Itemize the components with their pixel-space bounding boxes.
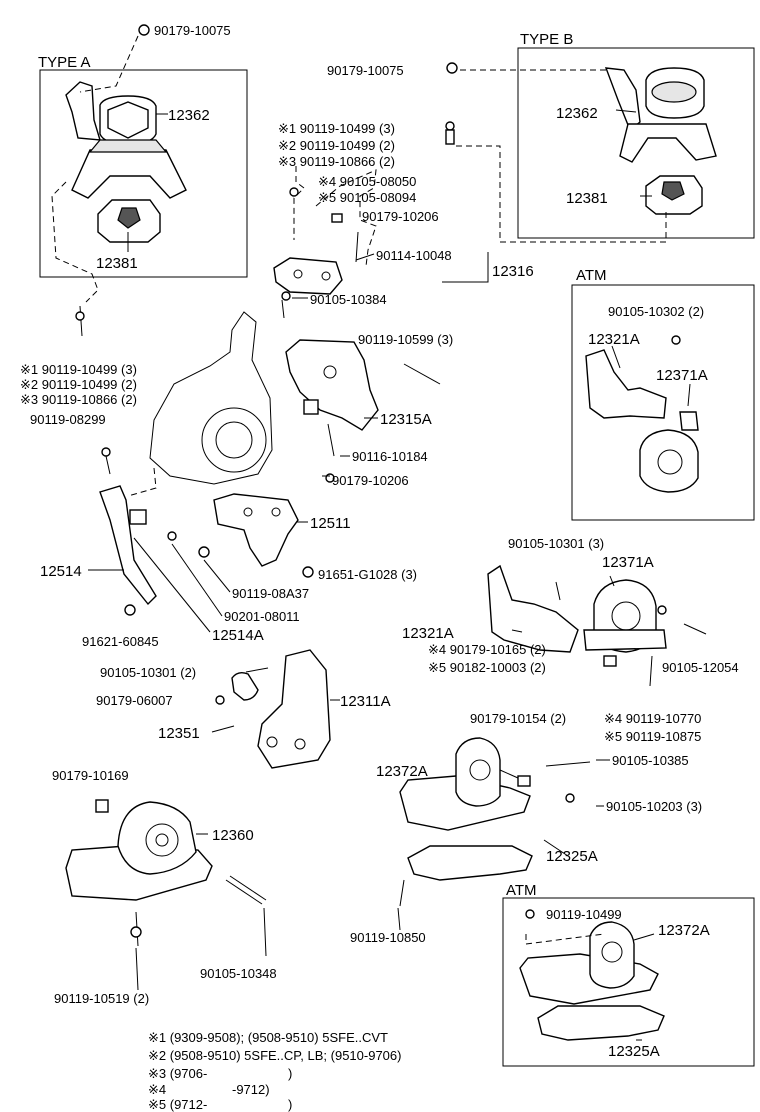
label-12514: 12514 xyxy=(40,563,82,580)
atm-box-2 xyxy=(502,897,755,1067)
footnote-2: ※2 (9508-9510) 5SFE..CP, LB; (9510-9706) xyxy=(148,1048,401,1063)
footnote-3-end: ) xyxy=(288,1066,292,1081)
mount-12372a-drawing xyxy=(399,737,531,831)
label-12362-a: 12362 xyxy=(168,107,210,124)
label-12321a-atm: 12321A xyxy=(588,331,640,348)
label-90179-10206-mid: 90179-10206 xyxy=(332,473,409,488)
mount-12381-type-a-drawing xyxy=(97,199,161,243)
type-b-box xyxy=(517,47,755,239)
label-90105-10348: 90105-10348 xyxy=(200,966,277,981)
label-90119-10499-3-top: ※1 90119-10499 (3) xyxy=(278,121,395,136)
rod-12514-drawing xyxy=(99,485,157,606)
label-12325a-atm: 12325A xyxy=(608,1043,660,1060)
mount-12362-type-b-drawing xyxy=(604,67,717,163)
label-90105-10203: 90105-10203 (3) xyxy=(606,799,702,814)
mount-12362-type-a-drawing xyxy=(65,81,187,199)
label-90119-10850: 90119-10850 xyxy=(350,930,426,945)
label-91651-g1028: 91651-G1028 (3) xyxy=(318,567,417,582)
label-90105-10301-3: 90105-10301 (3) xyxy=(508,536,604,551)
label-12321a-mid: 12321A xyxy=(402,625,454,642)
label-12514a: 12514A xyxy=(212,627,264,644)
bracket-12325a-drawing xyxy=(407,845,533,881)
label-12372a-atm: 12372A xyxy=(658,922,710,939)
label-90179-06007: 90179-06007 xyxy=(96,693,173,708)
label-12381-b: 12381 xyxy=(566,190,608,207)
label-12371a-mid: 12371A xyxy=(602,554,654,571)
label-90179-10165: ※4 90179-10165 (2) xyxy=(428,642,546,657)
label-90105-10302: 90105-10302 (2) xyxy=(608,304,704,319)
label-90182-10003: ※5 90182-10003 (2) xyxy=(428,660,546,675)
atm-title-1: ATM xyxy=(576,267,607,284)
label-90119-10499-3-left: ※1 90119-10499 (3) xyxy=(20,362,137,377)
label-90179-10169: 90179-10169 xyxy=(52,768,129,783)
bracket-12315a-drawing xyxy=(285,339,379,431)
label-90119-10866-2-top: ※3 90119-10866 (2) xyxy=(278,154,395,169)
label-90119-10875: ※5 90119-10875 xyxy=(604,729,701,744)
bracket-12325a-atm-drawing xyxy=(537,1005,665,1041)
label-12381-a: 12381 xyxy=(96,255,138,272)
label-12362-b: 12362 xyxy=(556,105,598,122)
label-90119-10499-2-left: ※2 90119-10499 (2) xyxy=(20,377,137,392)
label-90179-10075-a: 90179-10075 xyxy=(154,23,231,38)
label-90114-10048: 90114-10048 xyxy=(376,248,452,263)
footnote-3: ※3 (9706- xyxy=(148,1066,207,1081)
atm-title-2: ATM xyxy=(506,882,537,899)
label-90119-10499-2-top: ※2 90119-10499 (2) xyxy=(278,138,395,153)
label-90119-08299: 90119-08299 xyxy=(30,412,106,427)
mount-12381-type-b-drawing xyxy=(645,175,703,215)
label-90105-08050: ※4 90105-08050 xyxy=(318,174,416,189)
bracket-12321a-atm-drawing xyxy=(585,349,667,419)
type-a-title: TYPE A xyxy=(38,54,91,71)
label-12360: 12360 xyxy=(212,827,254,844)
label-90179-10075-b: 90179-10075 xyxy=(327,63,404,78)
bolts-and-nuts-drawing xyxy=(75,24,707,947)
footnote-1: ※1 (9309-9508); (9508-9510) 5SFE..CVT xyxy=(148,1030,388,1045)
footnote-5: ※5 (9712- xyxy=(148,1097,207,1112)
label-90105-12054: 90105-12054 xyxy=(662,660,739,675)
label-12316: 12316 xyxy=(492,263,534,280)
label-90105-08094: ※5 90105-08094 xyxy=(318,190,416,205)
label-12372a: 12372A xyxy=(376,763,428,780)
label-90105-10301-2: 90105-10301 (2) xyxy=(100,665,196,680)
bracket-12321a-drawing xyxy=(487,564,579,653)
label-90116-10184: 90116-10184 xyxy=(352,449,428,464)
label-90119-10599: 90119-10599 (3) xyxy=(358,332,453,347)
bracket-12311a-drawing xyxy=(231,649,331,769)
label-90201-08011: 90201-08011 xyxy=(224,609,300,624)
label-90105-10384: 90105-10384 xyxy=(310,292,387,307)
footnote-4: ※4 xyxy=(148,1082,166,1097)
type-b-title: TYPE B xyxy=(520,31,573,48)
label-90119-10519: 90119-10519 (2) xyxy=(54,991,149,1006)
footnote-4-range: -9712) xyxy=(232,1082,270,1097)
mount-12371a-atm-drawing xyxy=(639,411,699,493)
mount-12371a-drawing xyxy=(583,579,667,653)
bracket-12316-drawing xyxy=(273,257,343,295)
label-12371a-atm: 12371A xyxy=(656,367,708,384)
label-12511: 12511 xyxy=(310,515,351,532)
leader-lines xyxy=(51,35,691,1041)
atm-box-1 xyxy=(571,284,755,521)
mount-12372a-atm-drawing xyxy=(519,921,659,1005)
label-90105-10385: 90105-10385 xyxy=(612,753,689,768)
bracket-12511-drawing xyxy=(213,493,299,567)
label-12351: 12351 xyxy=(158,725,200,742)
label-90119-10770: ※4 90119-10770 xyxy=(604,711,701,726)
label-12325a: 12325A xyxy=(546,848,598,865)
label-12311a: 12311A xyxy=(340,693,391,710)
label-90179-10206-top: 90179-10206 xyxy=(362,209,439,224)
label-91621-60845: 91621-60845 xyxy=(82,634,159,649)
engine-outline-drawing xyxy=(149,311,273,485)
label-12315a: 12315A xyxy=(380,411,432,428)
type-a-box xyxy=(39,69,248,278)
label-90119-10499-atm: 90119-10499 xyxy=(546,907,622,922)
label-90179-10154: 90179-10154 (2) xyxy=(470,711,566,726)
mount-12360-drawing xyxy=(65,801,267,905)
label-90119-10866-2-left: ※3 90119-10866 (2) xyxy=(20,392,137,407)
label-90119-08a37: 90119-08A37 xyxy=(232,586,309,601)
footnote-5-end: ) xyxy=(288,1097,292,1112)
